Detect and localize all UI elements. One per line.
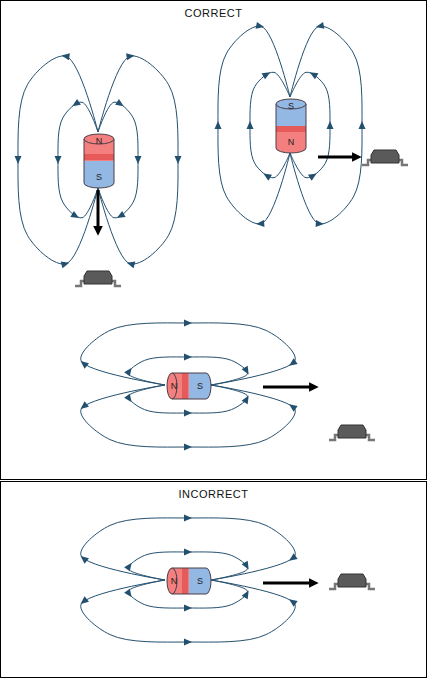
magnet-outline xyxy=(276,104,306,153)
field-arrowhead xyxy=(308,171,318,181)
field-arrowhead xyxy=(262,69,272,79)
hall-sensor xyxy=(329,574,375,589)
field-arrowhead xyxy=(124,589,134,600)
magnet: NS xyxy=(167,373,211,399)
field-arrowhead xyxy=(126,259,136,268)
pole-label: N xyxy=(96,137,103,146)
field-arrowhead xyxy=(256,220,265,228)
magnet-region xyxy=(84,139,114,188)
panel-heading: CORRECT xyxy=(1,7,426,19)
pole-label: N xyxy=(288,138,295,147)
field-arrowhead xyxy=(124,394,134,405)
motion-arrow xyxy=(263,386,311,389)
sensor-body xyxy=(371,150,399,163)
hall-sensor xyxy=(75,271,121,286)
panel: INCORRECTNS xyxy=(0,481,427,678)
magnet-outline xyxy=(84,139,114,188)
field-lines xyxy=(14,22,365,646)
pole-label: S xyxy=(197,382,203,391)
field-arrowhead xyxy=(184,548,192,555)
magnet-outline xyxy=(172,568,211,594)
motion-arrows xyxy=(98,157,354,583)
field-arrowhead xyxy=(287,358,298,368)
magnet-face xyxy=(167,373,177,399)
field-arrowhead xyxy=(287,596,298,606)
field-arrowhead xyxy=(61,259,71,268)
field-arrowhead xyxy=(308,69,318,79)
hall-sensor xyxy=(362,150,408,165)
field-arrowhead xyxy=(78,596,89,606)
field-arrowhead xyxy=(256,22,265,30)
field-arrowhead xyxy=(315,22,324,30)
magnet-region xyxy=(182,568,188,594)
sensor-body xyxy=(84,271,112,284)
field-arrowhead xyxy=(214,121,221,129)
sensor-body xyxy=(338,574,366,587)
field-arrowhead xyxy=(287,553,298,563)
panel: CORRECTNSSNNS xyxy=(0,0,427,480)
field-arrowhead xyxy=(61,52,70,60)
field-arrowhead xyxy=(124,561,134,572)
field-arrowhead xyxy=(262,171,272,181)
field-arrowhead xyxy=(184,443,192,450)
field-arrowhead xyxy=(242,366,252,376)
field-arrowhead xyxy=(115,211,125,221)
field-arrowhead xyxy=(316,220,325,228)
field-arrowhead xyxy=(14,156,21,164)
magnet-region xyxy=(84,154,114,160)
field-arrowhead xyxy=(78,358,89,368)
magnet-face xyxy=(167,568,177,594)
field-arrowhead xyxy=(78,553,89,563)
field-arrowhead xyxy=(70,99,81,109)
magnet: NS xyxy=(84,134,114,188)
field-arrowhead xyxy=(115,99,126,109)
field-arrowhead xyxy=(184,514,192,521)
field-arrowhead xyxy=(174,156,181,164)
pole-label: N xyxy=(171,577,178,586)
field-arrowhead xyxy=(242,394,252,404)
field-arrowhead xyxy=(184,604,192,611)
magnet-region xyxy=(276,126,306,132)
magnet-region xyxy=(182,373,188,399)
field-arrowhead xyxy=(242,589,252,599)
pole-label: S xyxy=(197,577,203,586)
field-arrowhead xyxy=(326,121,333,129)
field-arrowhead xyxy=(184,638,192,645)
magnet: SN xyxy=(276,99,306,153)
motion-arrow xyxy=(263,582,311,585)
field-arrowhead xyxy=(246,121,253,129)
magnet-region xyxy=(172,568,211,594)
field-arrowhead xyxy=(78,401,89,411)
field-arrowhead xyxy=(242,561,252,571)
pole-label: S xyxy=(288,102,294,111)
magnet-outline xyxy=(172,373,211,399)
field-arrowhead xyxy=(124,366,134,377)
field-arrowhead xyxy=(184,353,192,360)
sensor-body xyxy=(338,425,366,438)
motion-arrow xyxy=(97,190,100,228)
field-arrowhead xyxy=(358,121,365,129)
field-arrowhead xyxy=(126,52,135,60)
pole-label: N xyxy=(171,382,178,391)
field-arrowhead xyxy=(70,211,80,221)
motion-arrow xyxy=(318,156,354,159)
pole-label: S xyxy=(96,173,102,182)
field-arrowhead xyxy=(184,319,192,326)
magnet-region xyxy=(172,373,211,399)
panel-heading: INCORRECT xyxy=(1,488,426,500)
magnet-region xyxy=(276,104,306,153)
field-arrowhead xyxy=(287,401,298,411)
magnet: NS xyxy=(167,568,211,594)
field-arrowhead xyxy=(184,409,192,416)
hall-sensors xyxy=(75,150,408,589)
hall-sensor xyxy=(329,425,375,440)
field-arrowhead xyxy=(134,156,141,164)
field-arrowhead xyxy=(54,156,61,164)
